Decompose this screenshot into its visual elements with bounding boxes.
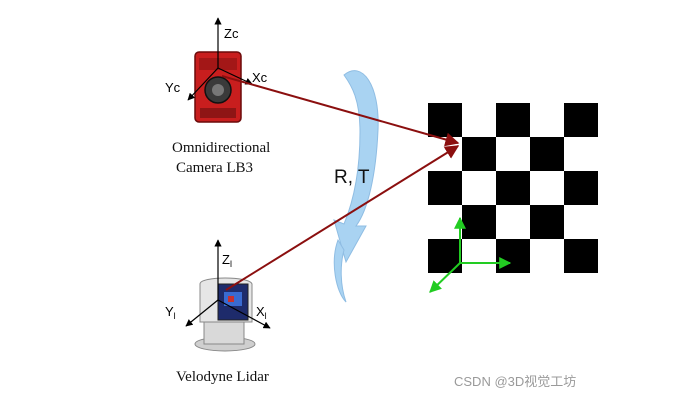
camera-axis-z-label: Zc <box>224 26 239 41</box>
checker-square <box>564 171 598 205</box>
checker-square <box>496 171 530 205</box>
lidar-axis-y-label: Yl <box>165 304 176 321</box>
lidar-ray <box>225 145 460 291</box>
camera-axes <box>187 17 253 101</box>
camera-ray <box>221 75 460 147</box>
target-axes <box>429 216 512 293</box>
camera-axis-x-label: Xc <box>252 70 268 85</box>
checker-square <box>428 103 462 137</box>
checker-square <box>496 239 530 273</box>
checker-square <box>428 171 462 205</box>
rotation-arrow <box>333 70 379 303</box>
checker-square <box>496 103 530 137</box>
transform-label: R, T <box>334 167 370 188</box>
checker-square <box>462 137 496 171</box>
checkerboard <box>428 103 598 273</box>
checker-square <box>564 103 598 137</box>
watermark: CSDN @3D视觉工坊 <box>454 374 576 389</box>
lidar-axis-x-label: Xl <box>256 304 267 321</box>
camera-label-line1: Omnidirectional <box>172 140 270 156</box>
lidar-axis-z-label: Zl <box>222 252 232 269</box>
camera-axis-y-label: Yc <box>165 80 181 95</box>
lidar-label: Velodyne Lidar <box>176 369 269 385</box>
checker-square <box>530 137 564 171</box>
checker-square <box>428 239 462 273</box>
checker-square <box>564 239 598 273</box>
lidar-axes <box>185 239 271 329</box>
checker-square <box>530 205 564 239</box>
checker-square <box>462 205 496 239</box>
camera-label-line2: Camera LB3 <box>176 160 253 176</box>
camera-device <box>194 51 242 123</box>
